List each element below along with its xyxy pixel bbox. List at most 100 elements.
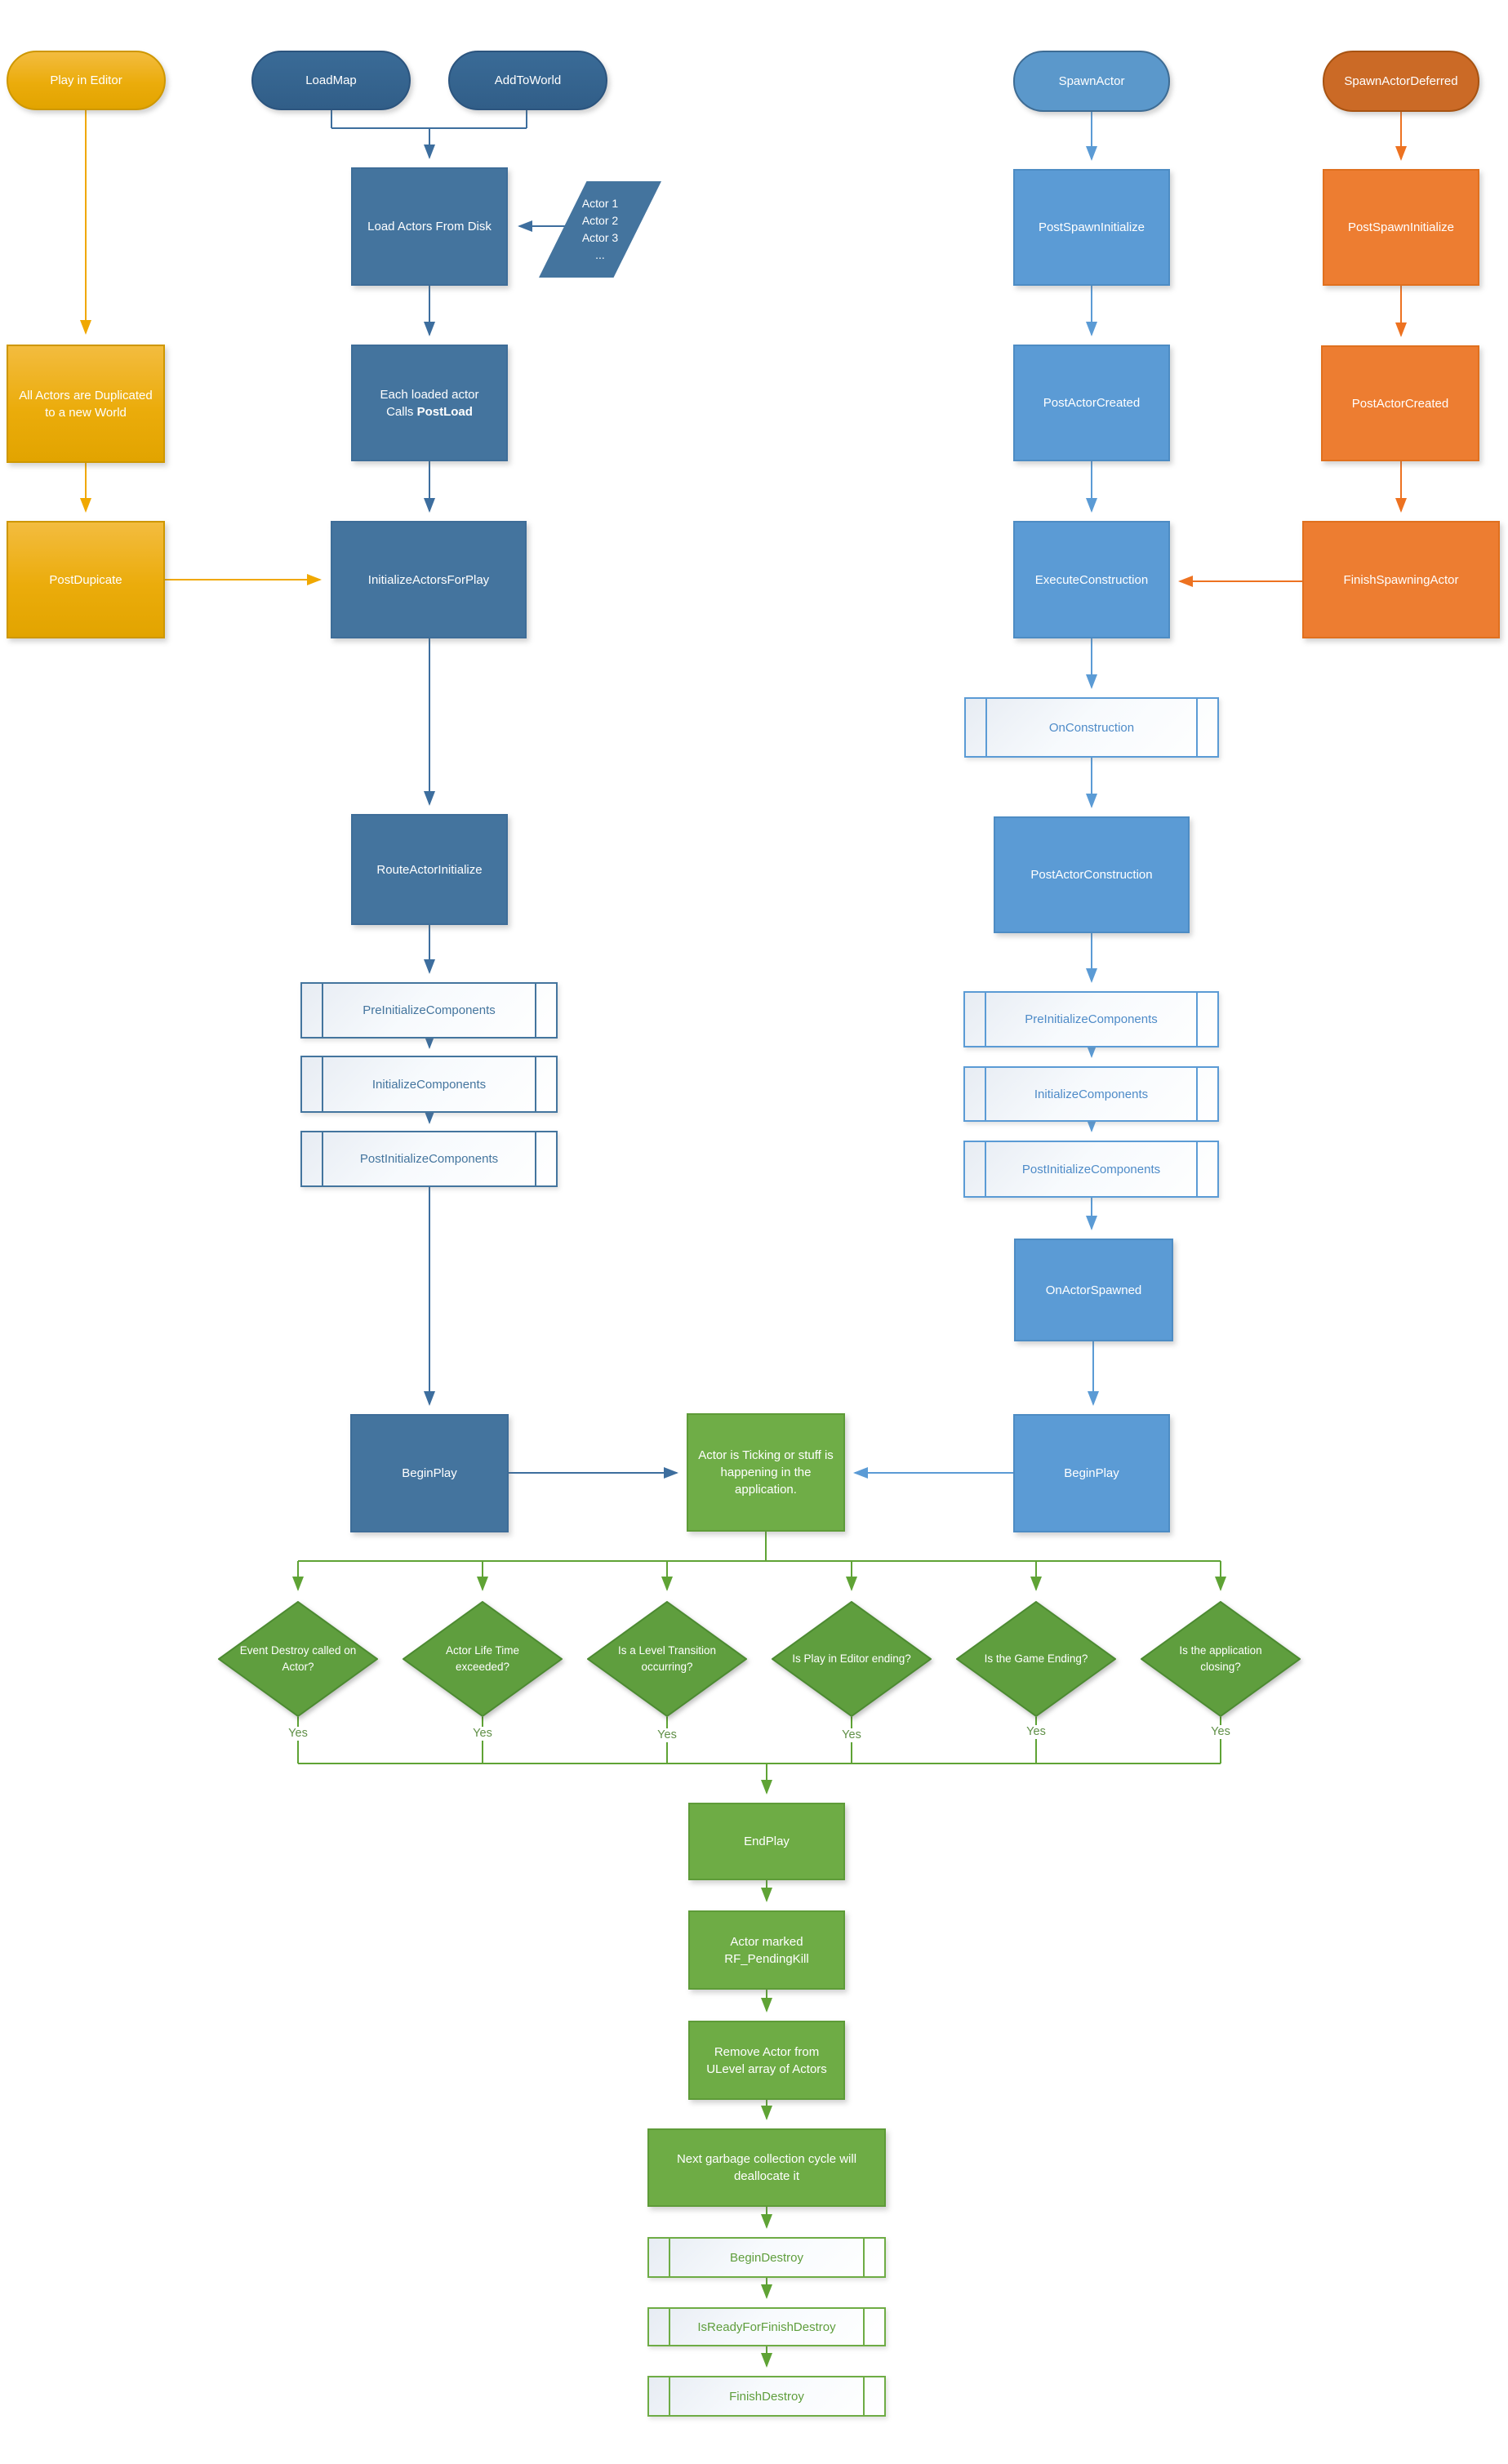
node-play-in-editor: Play in Editor bbox=[7, 51, 166, 110]
node-label: PostSpawnInitialize bbox=[1038, 220, 1145, 234]
node-label: FinishDestroy bbox=[729, 2389, 804, 2404]
node-label: Each loaded actor Calls PostLoad bbox=[380, 387, 479, 419]
node-pre-initialize-components-left: PreInitializeComponents bbox=[300, 982, 558, 1039]
node-label: SpawnActor bbox=[1058, 74, 1125, 88]
decision-event-destroy: Event Destroy called on Actor? bbox=[218, 1601, 378, 1717]
node-label: All Actors are Duplicated to a new World bbox=[19, 388, 153, 420]
node-begin-destroy: BeginDestroy bbox=[647, 2237, 886, 2278]
predefined-process-bar bbox=[669, 2377, 670, 2415]
node-label: Actor marked RF_PendingKill bbox=[724, 1934, 809, 1966]
diamond-shape bbox=[403, 1601, 563, 1717]
diamond-shape bbox=[956, 1601, 1116, 1717]
decision-application-closing: Is the application closing? bbox=[1141, 1601, 1301, 1717]
node-label: Event Destroy called on Actor? bbox=[239, 1644, 357, 1673]
node-label: Is the Game Ending? bbox=[984, 1652, 1088, 1666]
node-label: BeginPlay bbox=[402, 1466, 457, 1480]
node-all-actors-duplicated: All Actors are Duplicated to a new World bbox=[7, 345, 165, 463]
diamond-shape bbox=[587, 1601, 747, 1717]
predefined-process-bar bbox=[1196, 1068, 1198, 1120]
node-begin-play-right: BeginPlay bbox=[1013, 1414, 1170, 1532]
node-label: LoadMap bbox=[305, 73, 357, 87]
node-load-map: LoadMap bbox=[251, 51, 411, 110]
node-label: RouteActorInitialize bbox=[376, 862, 483, 877]
node-label: InitializeComponents bbox=[371, 1077, 487, 1092]
node-label: InitializeComponents bbox=[1034, 1087, 1149, 1101]
node-spawn-actor: SpawnActor bbox=[1013, 51, 1170, 112]
node-finish-spawning-actor: FinishSpawningActor bbox=[1302, 521, 1500, 638]
node-label: Is a Level Transition occurring? bbox=[617, 1644, 717, 1673]
node-label: PostDupicate bbox=[49, 572, 122, 587]
node-label: EndPlay bbox=[744, 1835, 790, 1848]
predefined-process-bar bbox=[985, 699, 987, 756]
node-post-spawn-initialize: PostSpawnInitialize bbox=[1013, 169, 1170, 286]
yes-label: Yes bbox=[1012, 1725, 1061, 1740]
node-post-initialize-components-left: PostInitializeComponents bbox=[300, 1131, 558, 1187]
node-execute-construction: ExecuteConstruction bbox=[1013, 521, 1170, 638]
node-label: PostActorCreated bbox=[1351, 396, 1449, 411]
node-post-actor-created-deferred: PostActorCreated bbox=[1321, 345, 1479, 461]
node-post-dupicate: PostDupicate bbox=[7, 521, 165, 638]
predefined-process-bar bbox=[985, 1142, 986, 1196]
predefined-process-bar bbox=[669, 2309, 670, 2345]
node-label: PreInitializeComponents bbox=[363, 1003, 496, 1017]
yes-label: Yes bbox=[643, 1728, 692, 1743]
yes-label: Yes bbox=[827, 1728, 876, 1743]
node-label: FinishSpawningActor bbox=[1343, 572, 1459, 587]
node-next-garbage-collection: Next garbage collection cycle will deall… bbox=[647, 2128, 886, 2207]
predefined-process-bar bbox=[322, 1132, 323, 1185]
node-initialize-actors-for-play: InitializeActorsForPlay bbox=[331, 521, 527, 638]
node-label: OnConstruction bbox=[1048, 720, 1135, 735]
node-begin-play-left: BeginPlay bbox=[350, 1414, 509, 1532]
node-label: OnActorSpawned bbox=[1045, 1283, 1142, 1297]
node-spawn-actor-deferred: SpawnActorDeferred bbox=[1323, 51, 1479, 112]
node-pre-initialize-components-right: PreInitializeComponents bbox=[963, 991, 1219, 1047]
node-label: Load Actors From Disk bbox=[367, 220, 492, 234]
node-label: Play in Editor bbox=[50, 73, 122, 87]
node-label: PostActorConstruction bbox=[1030, 868, 1153, 882]
node-add-to-world: AddToWorld bbox=[448, 51, 607, 110]
predefined-process-bar bbox=[863, 2309, 865, 2345]
node-label: BeginDestroy bbox=[729, 2250, 804, 2265]
decision-pie-ending: Is Play in Editor ending? bbox=[772, 1601, 932, 1717]
node-label: PostActorCreated bbox=[1043, 396, 1141, 410]
node-label: PreInitializeComponents bbox=[1025, 1012, 1158, 1026]
predefined-process-bar bbox=[1196, 1142, 1198, 1196]
node-on-actor-spawned: OnActorSpawned bbox=[1014, 1239, 1173, 1341]
predefined-process-bar bbox=[535, 984, 536, 1037]
predefined-process-bar bbox=[985, 1068, 986, 1120]
yes-label: Yes bbox=[1196, 1725, 1245, 1740]
node-label: BeginPlay bbox=[1064, 1466, 1119, 1480]
decision-level-transition: Is a Level Transition occurring? bbox=[587, 1601, 747, 1717]
node-initialize-components-right: InitializeComponents bbox=[963, 1066, 1219, 1122]
predefined-process-bar bbox=[863, 2377, 865, 2415]
node-label: Next garbage collection cycle will deall… bbox=[676, 2152, 857, 2183]
node-label: IsReadyForFinishDestroy bbox=[697, 2319, 836, 2334]
node-actor-ticking: Actor is Ticking or stuff is happening i… bbox=[687, 1413, 845, 1532]
yes-label: Yes bbox=[458, 1727, 507, 1741]
predefined-process-bar bbox=[535, 1132, 536, 1185]
node-label: Remove Actor from ULevel array of Actors bbox=[706, 2044, 827, 2076]
node-end-play: EndPlay bbox=[688, 1803, 845, 1880]
node-load-actors-from-disk: Load Actors From Disk bbox=[351, 167, 508, 286]
node-is-ready-for-finish-destroy: IsReadyForFinishDestroy bbox=[647, 2307, 886, 2346]
node-each-loaded-actor-postload: Each loaded actor Calls PostLoad bbox=[351, 345, 508, 461]
node-post-spawn-initialize-deferred: PostSpawnInitialize bbox=[1323, 169, 1479, 286]
node-post-actor-construction: PostActorConstruction bbox=[994, 816, 1190, 933]
predefined-process-bar bbox=[985, 993, 986, 1046]
decision-game-ending: Is the Game Ending? bbox=[956, 1601, 1116, 1717]
decision-actor-lifetime: Actor Life Time exceeded? bbox=[403, 1601, 563, 1717]
node-actor-marked-pending-kill: Actor marked RF_PendingKill bbox=[688, 1910, 845, 1990]
predefined-process-bar bbox=[669, 2239, 670, 2276]
node-label: Actor Life Time exceeded? bbox=[445, 1644, 520, 1673]
predefined-process-bar bbox=[863, 2239, 865, 2276]
node-label: InitializeActorsForPlay bbox=[367, 572, 490, 587]
predefined-process-bar bbox=[322, 1057, 323, 1111]
diamond-shape bbox=[218, 1601, 378, 1717]
node-label: PostSpawnInitialize bbox=[1347, 220, 1455, 234]
node-initialize-components-left: InitializeComponents bbox=[300, 1056, 558, 1113]
node-label: PostInitializeComponents bbox=[1021, 1162, 1161, 1176]
predefined-process-bar bbox=[1196, 993, 1198, 1046]
node-remove-actor-from-ulevel: Remove Actor from ULevel array of Actors bbox=[688, 2021, 845, 2100]
